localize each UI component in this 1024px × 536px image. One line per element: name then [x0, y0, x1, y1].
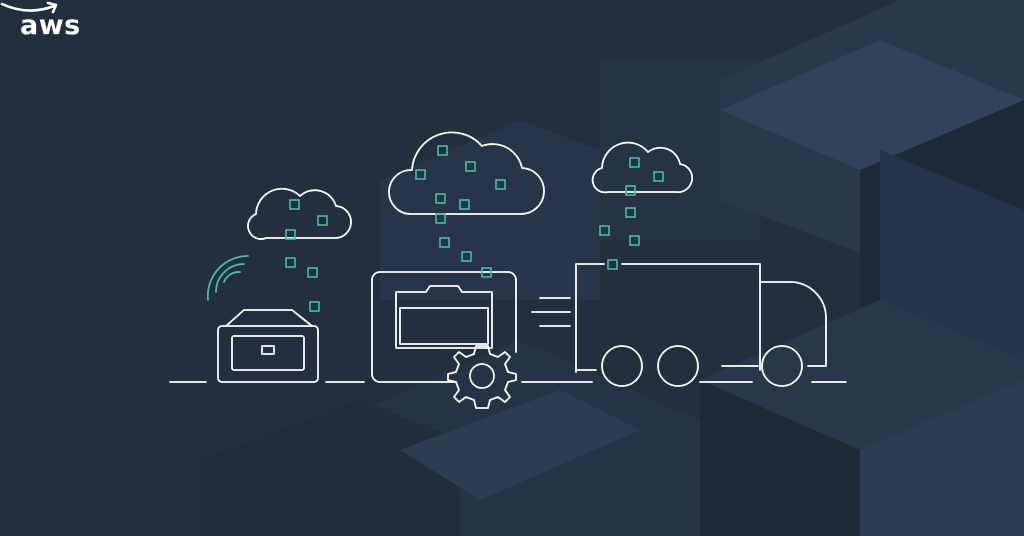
cloud-icon — [388, 131, 545, 215]
aws-logo-text: aws — [20, 10, 81, 41]
data-block-icon — [461, 251, 472, 262]
data-block-icon — [481, 267, 492, 278]
data-block-icon — [317, 215, 328, 226]
data-block-icon — [435, 193, 446, 204]
wireless-signal-icon — [206, 255, 249, 301]
data-block-icon — [415, 169, 426, 180]
data-block-icon — [437, 145, 448, 156]
motion-lines-icon — [531, 297, 571, 327]
data-block-icon — [629, 235, 640, 246]
data-block-icon — [607, 259, 618, 270]
data-blocks — [285, 145, 664, 312]
aws-logo: aws — [20, 10, 81, 41]
tablet-gear-icon — [371, 271, 517, 409]
data-block-icon — [459, 199, 470, 210]
data-block-icon — [465, 161, 476, 172]
data-block-icon — [435, 213, 446, 224]
cloud-icon — [591, 141, 694, 194]
edge-device-icon — [217, 309, 319, 383]
data-block-icon — [625, 185, 636, 196]
data-block-icon — [285, 229, 296, 240]
data-block-icon — [307, 267, 318, 278]
data-block-icon — [285, 257, 296, 268]
data-block-icon — [653, 171, 664, 182]
delivery-truck-icon — [575, 263, 827, 387]
data-block-icon — [495, 179, 506, 190]
data-block-icon — [439, 237, 450, 248]
aws-smile-icon — [0, 1, 58, 14]
data-block-icon — [309, 301, 320, 312]
data-block-icon — [289, 199, 300, 210]
data-block-icon — [625, 207, 636, 218]
data-block-icon — [599, 225, 610, 236]
data-block-icon — [629, 157, 640, 168]
cloud-icon — [247, 187, 352, 240]
